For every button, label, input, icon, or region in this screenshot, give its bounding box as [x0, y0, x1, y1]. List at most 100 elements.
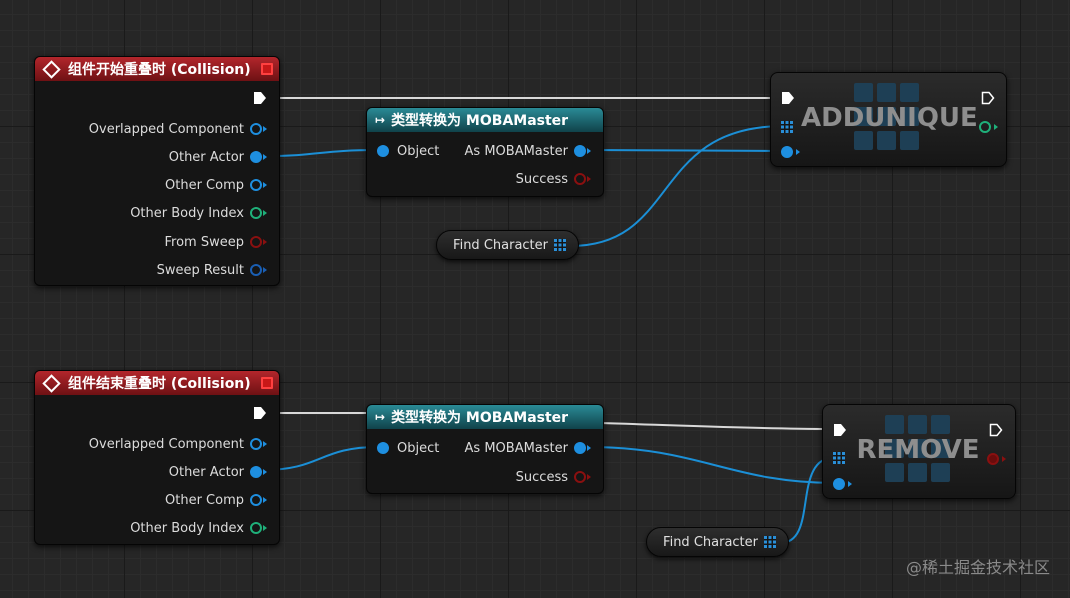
pin-arrow-icon [263, 267, 267, 273]
event-close-icon[interactable] [261, 377, 273, 389]
pin-arrow-icon [263, 154, 267, 160]
array-pin-icon[interactable] [781, 121, 793, 133]
event-node-end-overlap[interactable]: 组件结束重叠时 (Collision) Overlapped Component… [34, 370, 280, 545]
int-pin-icon[interactable] [979, 121, 991, 133]
array-watermark-icon [885, 415, 951, 487]
pin-other-body-index[interactable]: Other Body Index [130, 204, 267, 222]
exec-in-pin[interactable] [781, 91, 795, 105]
object-pin-icon [250, 438, 262, 450]
add-unique-node[interactable]: ADDUNIQUE [770, 72, 1007, 167]
remove-node[interactable]: REMOVE [822, 404, 1016, 499]
object-pin-icon [250, 179, 262, 191]
pin-label: Other Body Index [130, 205, 244, 221]
pin-arrow-icon [1002, 456, 1006, 462]
pin-overlapped-component[interactable]: Overlapped Component [89, 120, 267, 138]
pin-label: Other Body Index [130, 520, 244, 536]
pin-overlapped-component[interactable]: Overlapped Component [89, 435, 267, 453]
pin-arrow-icon [263, 182, 267, 188]
object-pin-icon [574, 145, 586, 157]
cast-arrow-icon: ↦ [375, 410, 386, 424]
pin-arrow-icon [263, 441, 267, 447]
object-pin-icon [250, 151, 262, 163]
exec-out-pin[interactable] [989, 423, 1003, 437]
pin-label: Object [397, 440, 440, 456]
array-pin-icon[interactable] [833, 452, 845, 464]
pin-arrow-icon [263, 210, 267, 216]
pin-label: As MOBAMaster [464, 440, 568, 456]
pin-label: Overlapped Component [88, 436, 244, 452]
cast-arrow-icon: ↦ [375, 113, 386, 127]
pin-label: Other Actor [168, 464, 244, 480]
pin-arrow-icon [587, 148, 591, 154]
object-pin-icon [574, 442, 586, 454]
pin-arrow-icon [263, 126, 267, 132]
pin-label: From Sweep [164, 234, 244, 250]
object-pin-icon [377, 145, 389, 157]
pin-arrow-icon [848, 481, 852, 487]
event-node-begin-overlap[interactable]: 组件开始重叠时 (Collision) Overlapped Component… [34, 56, 280, 286]
bool-pin-icon [574, 173, 586, 185]
pin-other-actor[interactable]: Other Actor [169, 148, 267, 166]
object-wire-cast-top [587, 149, 787, 152]
pin-arrow-icon [263, 469, 267, 475]
object-pin-icon [250, 123, 262, 135]
pin-other-body-index[interactable]: Other Body Index [130, 519, 267, 537]
array-watermark-icon [854, 83, 920, 155]
pin-object-input[interactable]: Object [377, 439, 439, 457]
object-pin-icon [250, 466, 262, 478]
struct-pin-icon [250, 264, 262, 276]
object-pin-icon[interactable] [781, 146, 793, 158]
cast-title: 类型转换为 MOBAMaster [391, 113, 569, 129]
exec-out-pin[interactable] [253, 406, 267, 420]
object-pin-icon [377, 442, 389, 454]
cast-header[interactable]: ↦ 类型转换为 MOBAMaster [367, 405, 603, 429]
event-close-icon[interactable] [261, 63, 273, 75]
event-title: 组件开始重叠时 (Collision) [68, 62, 251, 78]
pin-arrow-icon [587, 474, 591, 480]
find-character-label: Find Character [663, 534, 758, 550]
int-pin-icon [250, 522, 262, 534]
object-pin-icon[interactable] [833, 478, 845, 490]
pin-object-input[interactable]: Object [377, 142, 439, 160]
bool-pin-icon[interactable] [987, 453, 999, 465]
exec-in-pin[interactable] [833, 423, 847, 437]
int-pin-icon [250, 207, 262, 219]
bool-pin-icon [250, 236, 262, 248]
array-pin-icon[interactable] [554, 239, 566, 251]
cast-header[interactable]: ↦ 类型转换为 MOBAMaster [367, 108, 603, 132]
pin-arrow-icon [263, 239, 267, 245]
cast-node-top[interactable]: ↦ 类型转换为 MOBAMaster Object As MOBAMaster … [366, 107, 604, 197]
find-character-node-bottom[interactable]: Find Character [646, 527, 789, 557]
find-character-node-top[interactable]: Find Character [436, 230, 579, 260]
array-wire-top [569, 125, 785, 247]
pin-other-actor[interactable]: Other Actor [169, 463, 267, 481]
cast-node-bottom[interactable]: ↦ 类型转换为 MOBAMaster Object As MOBAMaster … [366, 404, 604, 494]
object-wire-actor-top [263, 149, 379, 157]
pin-label: Overlapped Component [88, 121, 244, 137]
pin-as-mobamaster[interactable]: As MOBAMaster [465, 439, 591, 457]
pin-sweep-result[interactable]: Sweep Result [157, 261, 267, 279]
pin-label: Other Actor [168, 149, 244, 165]
pin-from-sweep[interactable]: From Sweep [165, 233, 267, 251]
pin-other-comp[interactable]: Other Comp [165, 491, 267, 509]
object-pin-icon [250, 494, 262, 506]
pin-label: Success [515, 171, 568, 187]
exec-out-pin[interactable] [981, 91, 995, 105]
pin-as-mobamaster[interactable]: As MOBAMaster [465, 142, 591, 160]
pin-arrow-icon [587, 176, 591, 182]
function-title: REMOVE [856, 435, 980, 465]
pin-success[interactable]: Success [516, 468, 591, 486]
pin-arrow-icon [263, 497, 267, 503]
pin-arrow-icon [263, 525, 267, 531]
pin-arrow-icon [587, 445, 591, 451]
pin-other-comp[interactable]: Other Comp [165, 176, 267, 194]
exec-out-pin[interactable] [253, 91, 267, 105]
event-header[interactable]: 组件结束重叠时 (Collision) [35, 371, 279, 395]
pin-success[interactable]: Success [516, 170, 591, 188]
pin-label: Other Comp [165, 492, 244, 508]
event-header[interactable]: 组件开始重叠时 (Collision) [35, 57, 279, 81]
object-wire-actor-bottom [263, 446, 379, 471]
function-title: ADDUNIQUE [801, 103, 978, 133]
array-pin-icon[interactable] [764, 536, 776, 548]
